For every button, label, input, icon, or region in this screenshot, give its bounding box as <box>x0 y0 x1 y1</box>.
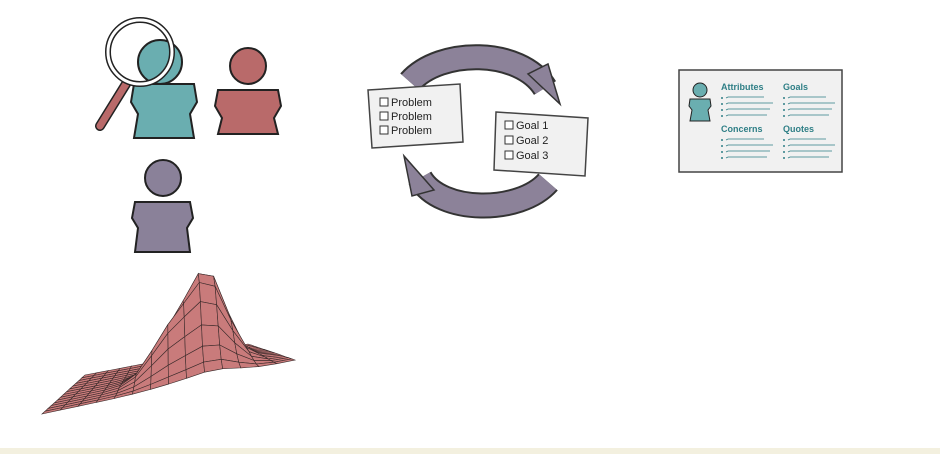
scribble-line <box>725 156 767 159</box>
persona-attributes-heading: Attributes <box>721 82 764 92</box>
scribble-line <box>725 138 764 141</box>
scribble-bullet <box>721 115 723 117</box>
persona-goals-heading: Goals <box>783 82 808 92</box>
scribble-line <box>787 96 826 99</box>
person-red-icon <box>213 47 283 135</box>
persona-quotes-heading: Quotes <box>783 124 814 134</box>
goal-item-3: Goal 3 <box>516 150 548 162</box>
cycle-arrows-icon <box>400 44 562 219</box>
scribble-line <box>725 150 770 153</box>
scribble-line <box>725 96 764 99</box>
persona-scribble-lines <box>721 96 835 159</box>
scribble-line <box>725 144 773 147</box>
person-teal-icon <box>129 39 199 139</box>
scribble-line <box>725 114 767 117</box>
problem-checkbox-3 <box>379 125 389 135</box>
scribble-bullet <box>721 139 723 141</box>
problem-item-3: Problem <box>391 125 432 137</box>
goal-item-2: Goal 2 <box>516 135 548 147</box>
surface-cell <box>200 301 219 327</box>
goal-checkbox-1 <box>504 120 514 130</box>
people-group <box>95 17 283 253</box>
persona-avatar-icon <box>688 82 712 122</box>
problem-checkbox-1 <box>379 97 389 107</box>
scribble-bullet <box>721 157 723 159</box>
goal-checkbox-2 <box>504 135 514 145</box>
problem-item-1: Problem <box>391 97 432 109</box>
scribble-bullet <box>783 97 785 99</box>
scribble-bullet <box>783 139 785 141</box>
problems-card: Problem Problem Problem <box>367 83 464 149</box>
scribble-bullet <box>783 109 785 111</box>
scribble-line <box>787 114 829 117</box>
magnifying-glass-icon <box>95 17 175 131</box>
surface-cell <box>201 324 221 347</box>
goal-item-1: Goal 1 <box>516 120 548 132</box>
scribble-bullet <box>783 103 785 105</box>
goal-checkbox-3 <box>504 150 514 160</box>
scribble-line <box>787 138 826 141</box>
scribble-bullet <box>783 115 785 117</box>
scribble-bullet <box>721 103 723 105</box>
persona-card: Attributes Goals Concerns Quotes <box>678 69 843 173</box>
scribble-line <box>787 150 832 153</box>
scribble-line <box>787 156 829 159</box>
problem-item-2: Problem <box>391 111 432 123</box>
scribble-line <box>787 144 835 147</box>
scribble-bullet <box>783 145 785 147</box>
scribble-bullet <box>783 157 785 159</box>
problem-checkbox-2 <box>379 111 389 121</box>
scribble-bullet <box>721 97 723 99</box>
bottom-bar <box>0 448 940 454</box>
goals-card: Goal 1 Goal 2 Goal 3 <box>493 111 589 177</box>
scribble-line <box>725 102 773 105</box>
surface-plot-icon <box>40 272 297 415</box>
scribble-line <box>725 108 770 111</box>
scribble-bullet <box>721 151 723 153</box>
scribble-bullet <box>721 109 723 111</box>
surface-cell <box>273 358 297 365</box>
scribble-bullet <box>721 145 723 147</box>
surface-cell <box>198 282 217 306</box>
scribble-bullet <box>783 151 785 153</box>
scribble-line <box>787 108 832 111</box>
person-purple-icon <box>130 159 195 253</box>
persona-concerns-heading: Concerns <box>721 124 763 134</box>
scribble-line <box>787 102 835 105</box>
